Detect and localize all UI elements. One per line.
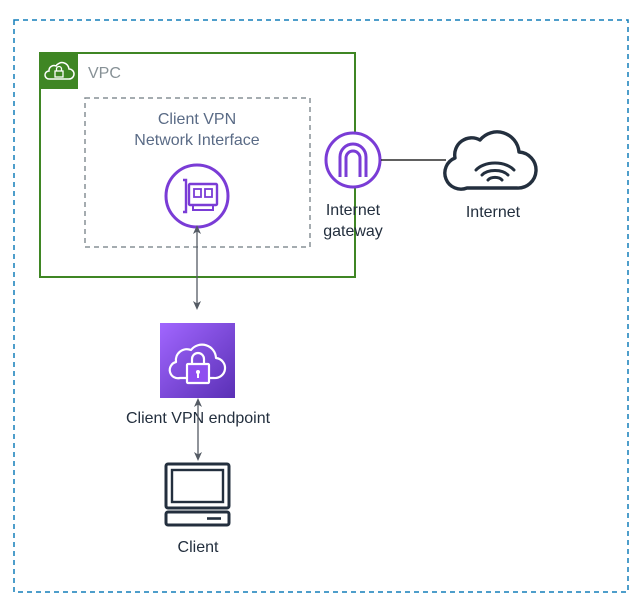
vpc-label: VPC (88, 65, 121, 82)
network-interface-label-line2: Network Interface (134, 132, 259, 149)
vpc-badge-icon (40, 53, 78, 89)
cloud-wifi-icon (443, 130, 538, 191)
internet-label: Internet (466, 204, 521, 221)
outer-boundary (13, 19, 629, 593)
desktop-computer-icon (164, 462, 231, 527)
elastic-network-interface-icon (164, 163, 230, 229)
internet-gateway-label-line2: gateway (323, 223, 383, 240)
cloud-lock-icon (160, 323, 235, 398)
internet-gateway-label-line1: Internet (326, 202, 381, 219)
client-label: Client (178, 539, 219, 556)
network-interface-label-line1: Client VPN (158, 111, 236, 128)
internet-gateway-icon (324, 131, 382, 189)
